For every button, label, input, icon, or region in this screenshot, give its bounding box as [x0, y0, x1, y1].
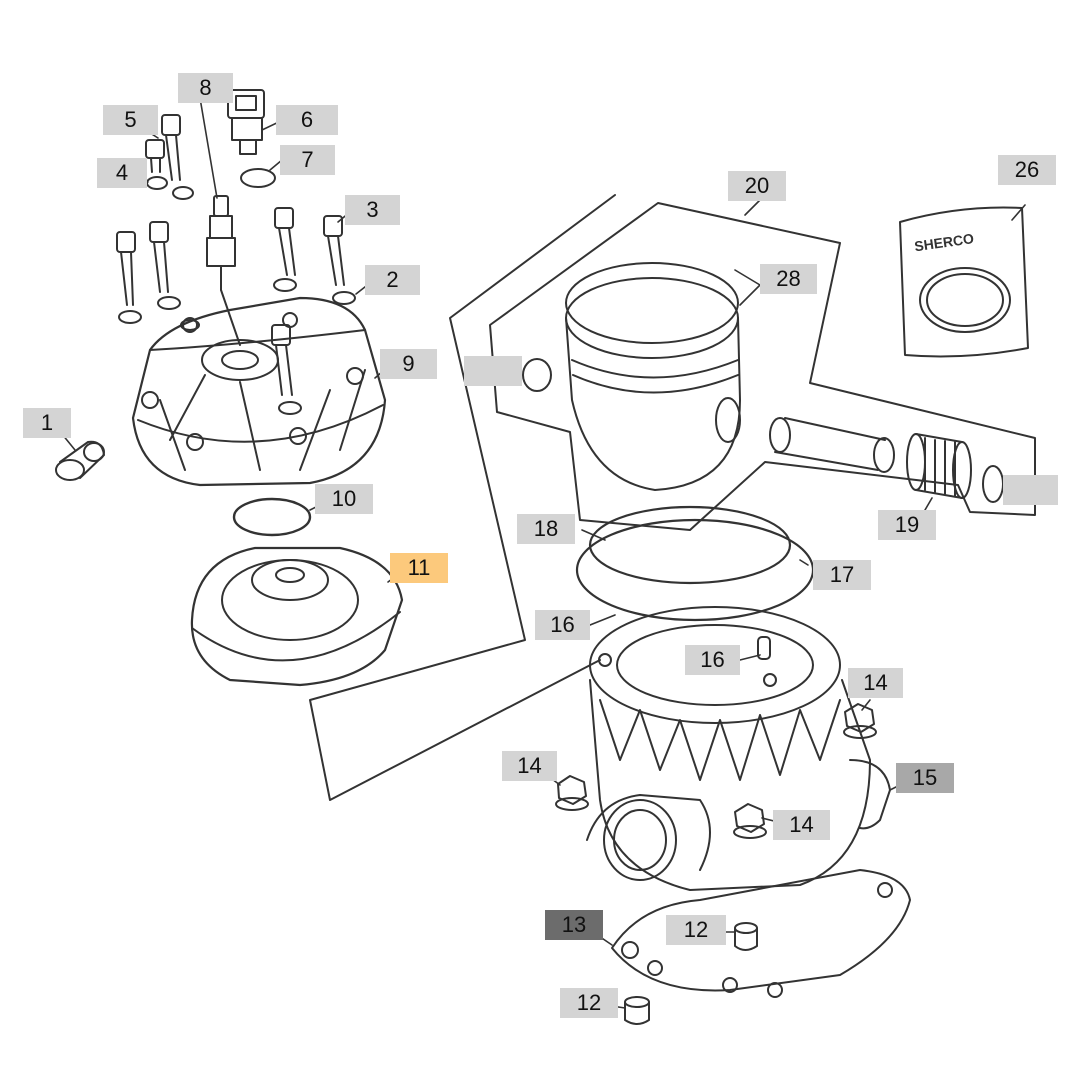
callout-7[interactable]: 7	[280, 145, 335, 175]
head-bolts	[116, 114, 345, 396]
callout-5[interactable]: 5	[103, 105, 158, 135]
circlip-right	[982, 465, 1004, 503]
callout-13[interactable]: 13	[545, 910, 603, 940]
spark-plug	[206, 195, 241, 346]
callout-blank-circlip-left[interactable]	[464, 356, 522, 386]
callout-14-left[interactable]: 14	[502, 751, 557, 781]
base-gasket	[611, 869, 911, 998]
svg-text:SHERCO: SHERCO	[913, 230, 975, 254]
piston-pin	[769, 417, 895, 473]
callout-15[interactable]: 15	[896, 763, 954, 793]
callout-14-right[interactable]: 14	[848, 668, 903, 698]
callout-26[interactable]: 26	[998, 155, 1056, 185]
cylinder	[586, 606, 891, 891]
water-fitting	[55, 440, 105, 481]
gasket-kit-package: SHERCO	[899, 206, 1029, 358]
callout-4[interactable]: 4	[97, 158, 147, 188]
head-gasket-ring	[588, 505, 792, 585]
group-bracket-outline	[309, 194, 616, 801]
base-dowels	[624, 922, 758, 1025]
callout-11-highlighted[interactable]: 11	[390, 553, 448, 583]
callout-14-center[interactable]: 14	[773, 810, 830, 840]
callout-20[interactable]: 20	[728, 171, 786, 201]
dowel-pin	[757, 636, 771, 660]
cylinder-head-cover	[190, 546, 404, 687]
callout-16-gasket[interactable]: 16	[535, 610, 590, 640]
leader-lines	[61, 97, 1026, 1009]
temperature-sensor	[227, 89, 276, 188]
callout-8[interactable]: 8	[178, 73, 233, 103]
callout-12-upper[interactable]: 12	[666, 915, 726, 945]
callout-10[interactable]: 10	[315, 484, 373, 514]
needle-bearing	[906, 433, 972, 499]
callout-9[interactable]: 9	[380, 349, 437, 379]
callout-12-lower[interactable]: 12	[560, 988, 618, 1018]
flange-nuts	[555, 703, 877, 839]
callout-28[interactable]: 28	[760, 264, 817, 294]
callout-17[interactable]: 17	[813, 560, 871, 590]
callout-2[interactable]: 2	[365, 265, 420, 295]
callout-16-dowel[interactable]: 16	[685, 645, 740, 675]
o-ring-10	[232, 497, 312, 537]
callout-19[interactable]: 19	[878, 510, 936, 540]
callout-1[interactable]: 1	[23, 408, 71, 438]
callout-6[interactable]: 6	[276, 105, 338, 135]
piston	[522, 262, 741, 491]
callout-18[interactable]: 18	[517, 514, 575, 544]
callout-blank-circlip-right[interactable]	[1003, 475, 1058, 505]
cylinder-head	[131, 296, 387, 487]
callout-3[interactable]: 3	[345, 195, 400, 225]
washers	[118, 176, 356, 415]
